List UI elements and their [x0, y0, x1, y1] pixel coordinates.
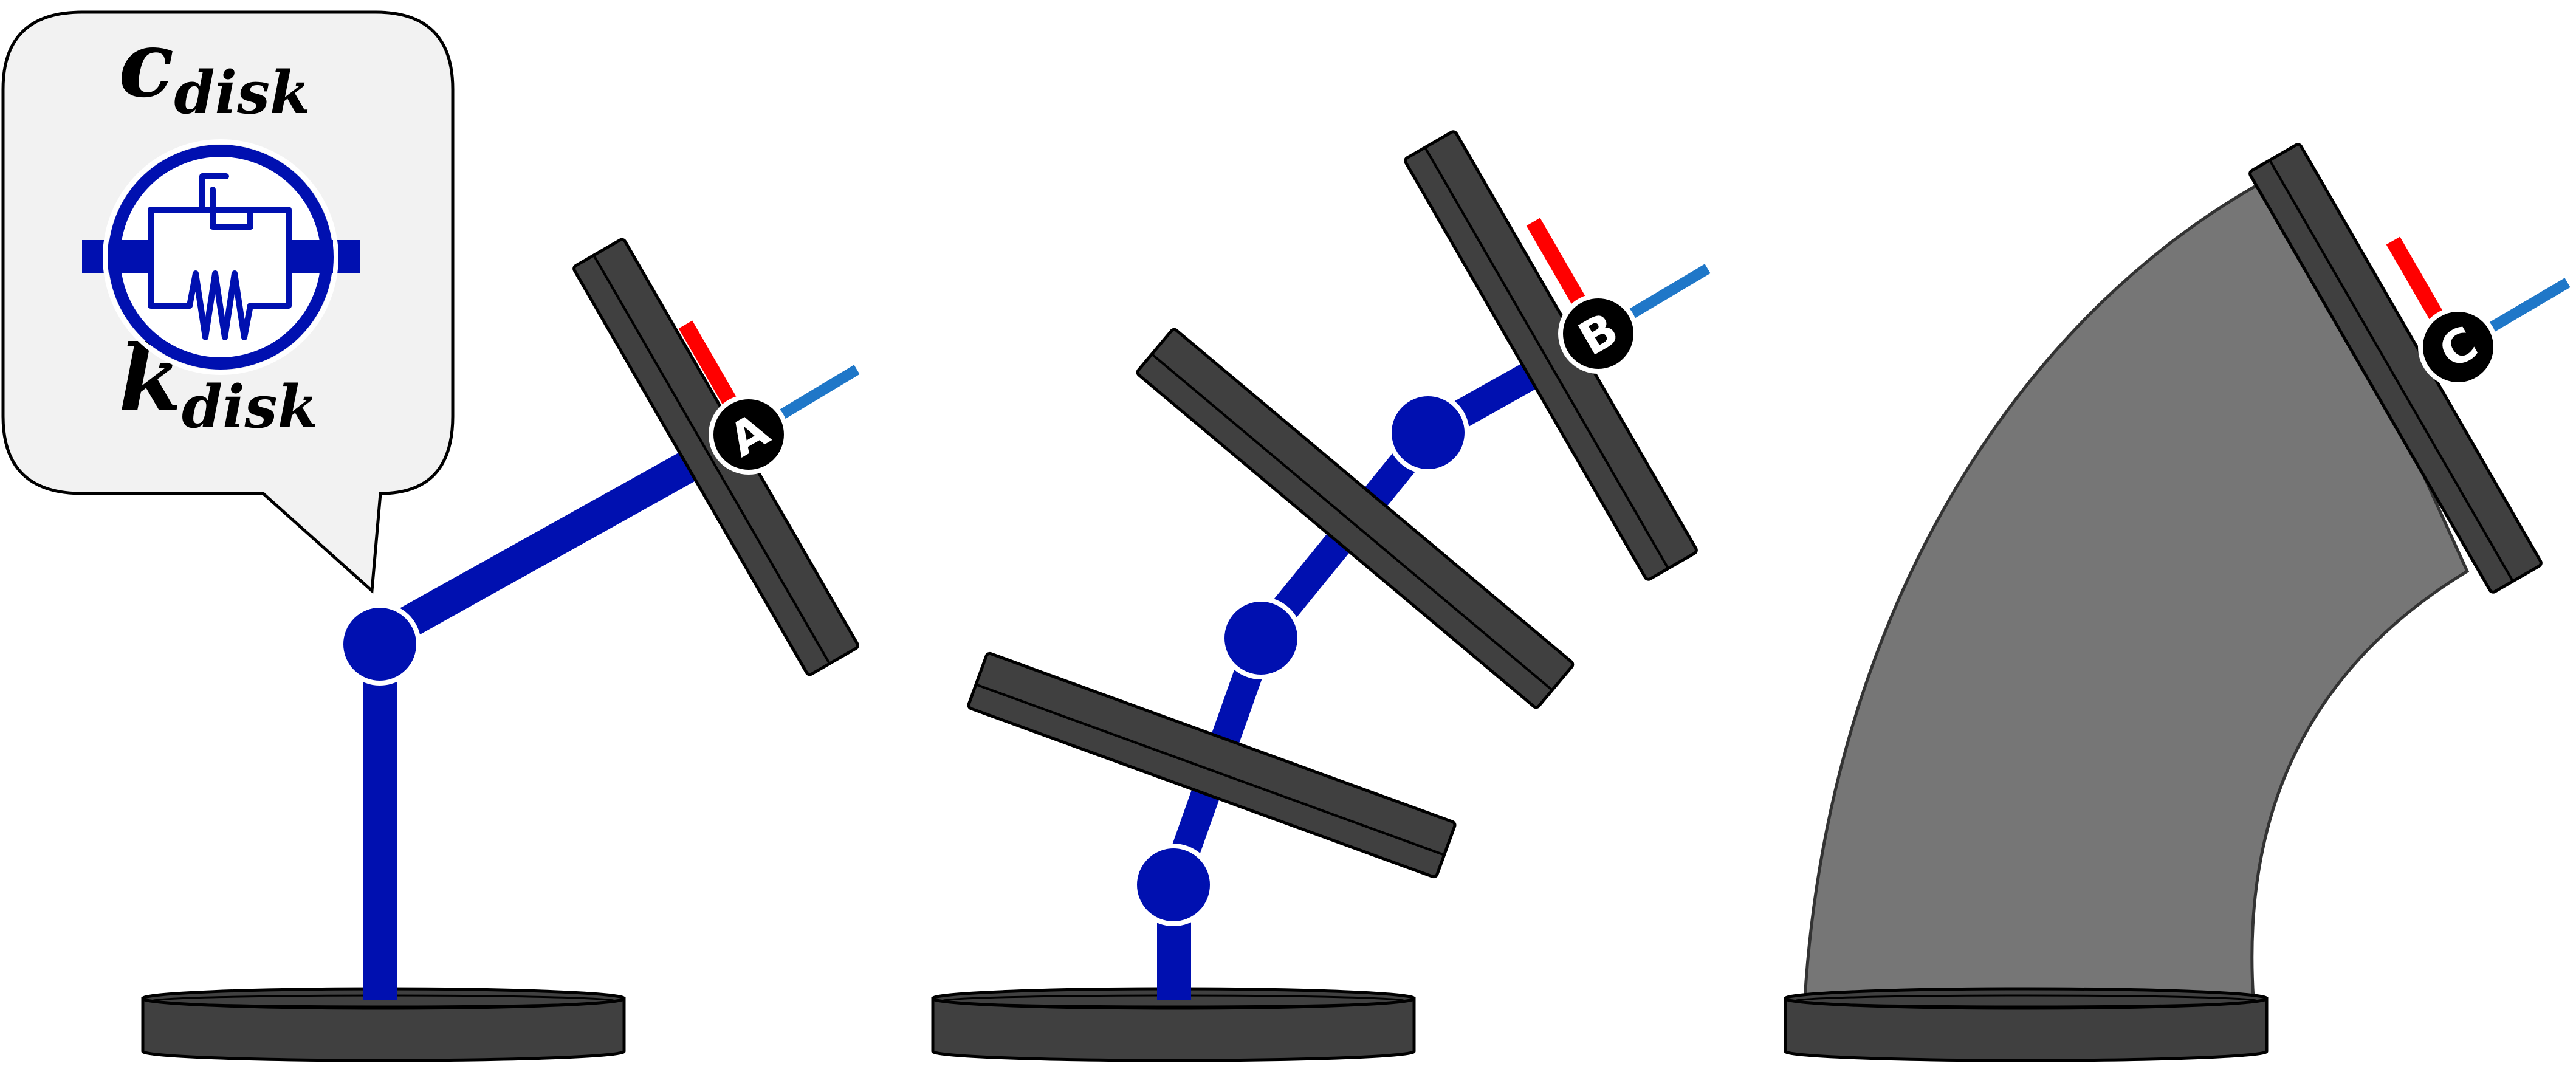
spring-damper-icon: [82, 139, 360, 375]
joint-ball-2b: [1220, 597, 1302, 679]
tilted-disk-b: [1404, 130, 1698, 581]
axis-red-b: [1526, 218, 1590, 312]
tilted-disk-middle: [1136, 328, 1575, 709]
panel-stacked-disks: B: [931, 130, 1711, 1062]
joint-ball-1: [338, 603, 421, 686]
angled-link-1: [371, 432, 732, 653]
stiffness-subscript: disk: [182, 373, 318, 441]
spring-damper-callout: cdisk kdisk: [1, 10, 455, 594]
damping-subscript: disk: [174, 58, 310, 127]
joint-ball-2a: [1132, 844, 1215, 926]
damping-symbol: c: [118, 11, 174, 118]
joint-ball-2c: [1387, 391, 1469, 474]
base-disk-3: [1784, 987, 2269, 1062]
bent-tube: [1803, 168, 2470, 1000]
panel-single-joint: A: [141, 238, 860, 1062]
svg-text:cdisk: cdisk: [118, 11, 311, 127]
tilted-disk-lower: [967, 651, 1457, 879]
svg-text:kdisk: kdisk: [118, 325, 318, 441]
vertical-link-1: [363, 644, 397, 1000]
marker-c: C: [2418, 307, 2498, 387]
axis-red-a: [678, 320, 743, 415]
panel-continuous-bend: C: [1784, 143, 2571, 1062]
marker-a: A: [709, 394, 789, 475]
marker-b: B: [1558, 294, 1638, 374]
axis-red-c: [2386, 236, 2450, 331]
